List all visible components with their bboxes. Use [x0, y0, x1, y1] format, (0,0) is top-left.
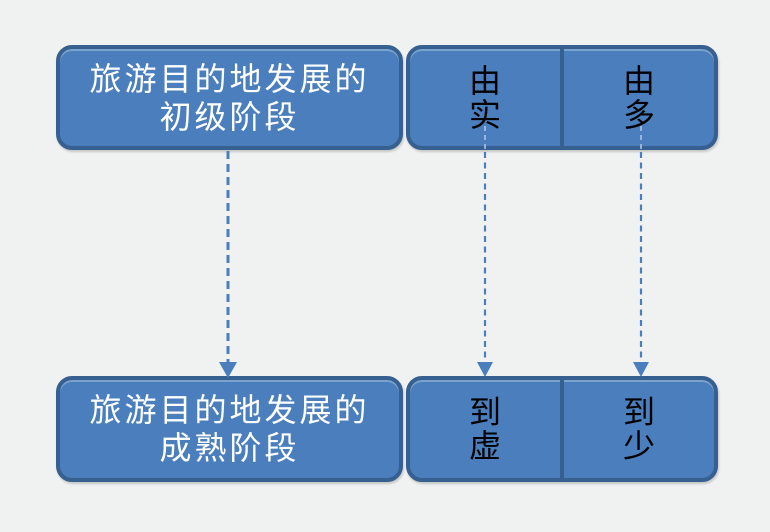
cell-divider: [560, 49, 564, 146]
cell-from-real-line1: 由: [468, 62, 501, 99]
box-initial-stage: 旅游目的地发展的 初级阶段: [56, 45, 403, 150]
dashed-arrow-middle: [477, 126, 493, 377]
box-mature-stage: 旅游目的地发展的 成熟阶段: [56, 376, 403, 482]
box-bottom-cells: 到 虚 到 少: [406, 376, 718, 482]
cell-to-virtual-line1: 到: [468, 394, 501, 430]
dashed-arrow-left: [219, 151, 237, 378]
cell-to-few-line1: 到: [622, 394, 655, 430]
cell-from-many-line1: 由: [622, 62, 655, 99]
cell-from-many: 由 多: [564, 49, 714, 146]
cell-from-real: 由 实: [410, 49, 560, 146]
cell-from-many-line2: 多: [622, 96, 655, 133]
cell-to-virtual: 到 虚: [410, 380, 560, 478]
mature-stage-line2: 成熟阶段: [159, 430, 300, 466]
initial-stage-line1: 旅游目的地发展的: [89, 60, 370, 97]
cell-to-virtual-line2: 虚: [468, 428, 501, 464]
initial-stage-line2: 初级阶段: [159, 98, 300, 135]
box-top-cells: 由 实 由 多: [406, 45, 718, 150]
cell-to-few-line2: 少: [622, 428, 655, 464]
dashed-arrow-right: [633, 126, 649, 377]
cell-from-real-line2: 实: [468, 96, 501, 133]
cell-to-few: 到 少: [564, 380, 714, 478]
cell-divider: [560, 380, 564, 478]
mature-stage-line1: 旅游目的地发展的: [89, 392, 370, 428]
